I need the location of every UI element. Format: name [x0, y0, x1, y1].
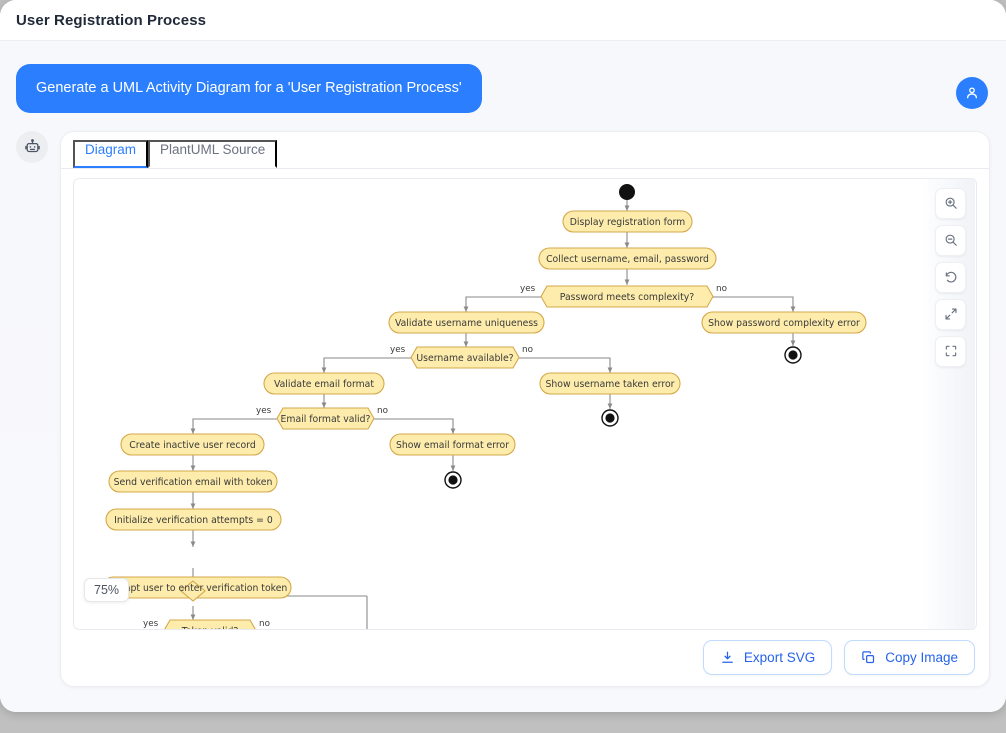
card-footer: Export SVG Copy Image: [61, 630, 989, 686]
user-message-bubble: Generate a UML Activity Diagram for a 'U…: [16, 64, 482, 113]
uml-activity-diagram: Display registration form Collect userna…: [102, 183, 867, 629]
zoom-out-icon: [945, 234, 957, 247]
fullscreen-button[interactable]: [935, 335, 966, 367]
svg-text:Collect username, email, passw: Collect username, email, password: [546, 254, 709, 265]
svg-text:no: no: [259, 619, 270, 629]
download-icon: [722, 651, 733, 664]
reset-view-button[interactable]: [935, 261, 966, 293]
export-svg-button[interactable]: Export SVG: [702, 640, 833, 676]
page-title: User Registration Process: [16, 11, 207, 29]
export-svg-label: Export SVG: [743, 650, 816, 666]
diagram-canvas[interactable]: Display registration form Collect userna…: [73, 177, 977, 630]
svg-text:Validate username uniqueness: Validate username uniqueness: [395, 318, 538, 329]
svg-text:Username available?: Username available?: [416, 353, 513, 364]
user-avatar: [956, 77, 988, 109]
decision-nodes: [164, 285, 714, 629]
user-icon: [967, 87, 977, 99]
svg-text:Show email format error: Show email format error: [396, 440, 509, 451]
zoom-in-icon: [945, 197, 957, 210]
edge-labels: yes no yes no yes no yes no: [143, 284, 727, 629]
svg-text:no: no: [716, 284, 727, 294]
title-bar: User Registration Process: [0, 0, 1006, 41]
node-labels: Display registration form Collect userna…: [107, 217, 860, 629]
zoom-out-button[interactable]: [935, 224, 966, 256]
diagram-canvas-inner: Display registration form Collect userna…: [74, 178, 976, 629]
tab-diagram[interactable]: Diagram: [73, 139, 149, 168]
fullscreen-icon: [945, 346, 956, 357]
canvas-toolbar: [935, 187, 966, 367]
svg-text:Create inactive user record: Create inactive user record: [129, 440, 256, 451]
app-window: User Registration Process Generate a UML…: [0, 0, 1006, 712]
svg-text:Email format valid?: Email format valid?: [281, 414, 371, 425]
zoom-in-button[interactable]: [935, 187, 966, 219]
card-tabs: Diagram PlantUML Source: [61, 132, 989, 169]
svg-text:Show username taken error: Show username taken error: [546, 379, 675, 390]
svg-text:Token valid?: Token valid?: [181, 626, 239, 629]
robot-icon: [24, 139, 40, 153]
reset-rotate-icon: [945, 272, 956, 283]
svg-text:Display registration form: Display registration form: [570, 217, 686, 228]
svg-text:Send verification email with t: Send verification email with token: [114, 477, 273, 488]
svg-text:yes: yes: [520, 284, 536, 294]
svg-text:yes: yes: [390, 345, 406, 355]
copy-image-label: Copy Image: [885, 650, 958, 666]
svg-text:yes: yes: [256, 406, 272, 416]
copy-image-button[interactable]: Copy Image: [844, 640, 975, 676]
svg-text:Prompt user to enter verificat: Prompt user to enter verification token: [107, 583, 288, 594]
tab-plantuml-source[interactable]: PlantUML Source: [148, 139, 278, 168]
svg-text:Password meets complexity?: Password meets complexity?: [560, 292, 694, 303]
user-message-row: Generate a UML Activity Diagram for a 'U…: [16, 41, 990, 113]
svg-text:yes: yes: [143, 619, 159, 629]
assistant-avatar: [16, 130, 48, 163]
chat-area: Generate a UML Activity Diagram for a 'U…: [0, 41, 1006, 712]
svg-text:Show password complexity error: Show password complexity error: [708, 318, 860, 329]
svg-text:Validate email format: Validate email format: [274, 379, 374, 390]
fit-screen-button[interactable]: [935, 298, 966, 330]
user-bubble-clip: Generate a UML Activity Diagram for a 'U…: [16, 64, 945, 113]
end-node-group: [444, 346, 802, 489]
diagram-card: Diagram PlantUML Source: [60, 130, 990, 687]
svg-text:Initialize verification attemp: Initialize verification attempts = 0: [114, 515, 273, 526]
assistant-message-row: Diagram PlantUML Source: [16, 130, 990, 687]
fit-screen-icon: [944, 308, 957, 320]
copy-icon: [862, 651, 875, 664]
start-node: [619, 183, 635, 200]
svg-text:no: no: [377, 406, 388, 416]
zoom-level-badge: 75%: [84, 577, 130, 602]
action-nodes: [102, 210, 867, 599]
svg-text:no: no: [522, 345, 533, 355]
